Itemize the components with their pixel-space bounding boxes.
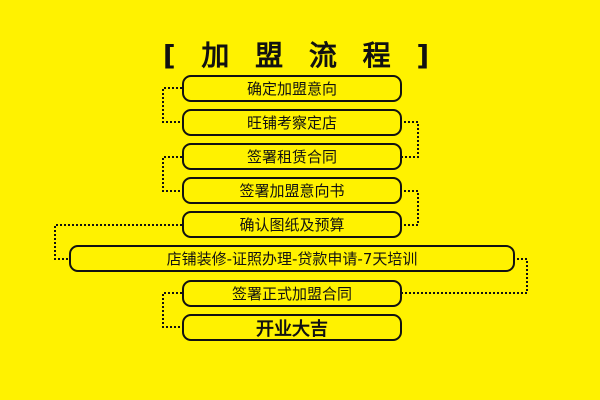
connector-3-4 <box>162 156 182 192</box>
connector-4-5 <box>400 190 419 226</box>
page-title: [ 加 盟 流 程 ] <box>162 39 438 72</box>
step-box-8: 开业大吉 <box>182 314 402 341</box>
connector-1-2 <box>162 87 182 123</box>
step-box-5: 确认图纸及预算 <box>182 211 402 238</box>
step-box-4: 签署加盟意向书 <box>182 177 402 204</box>
step-box-1: 确定加盟意向 <box>182 75 402 102</box>
connector-2-3 <box>400 121 419 158</box>
connector-7-8 <box>162 292 182 328</box>
step-box-6: 店铺装修-证照办理-贷款申请-7天培训 <box>69 245 515 272</box>
step-box-3: 签署租赁合同 <box>182 143 402 170</box>
step-box-7: 签署正式加盟合同 <box>182 280 402 307</box>
step-box-2: 旺铺考察定店 <box>182 109 402 136</box>
connector-5-6 <box>54 224 182 260</box>
